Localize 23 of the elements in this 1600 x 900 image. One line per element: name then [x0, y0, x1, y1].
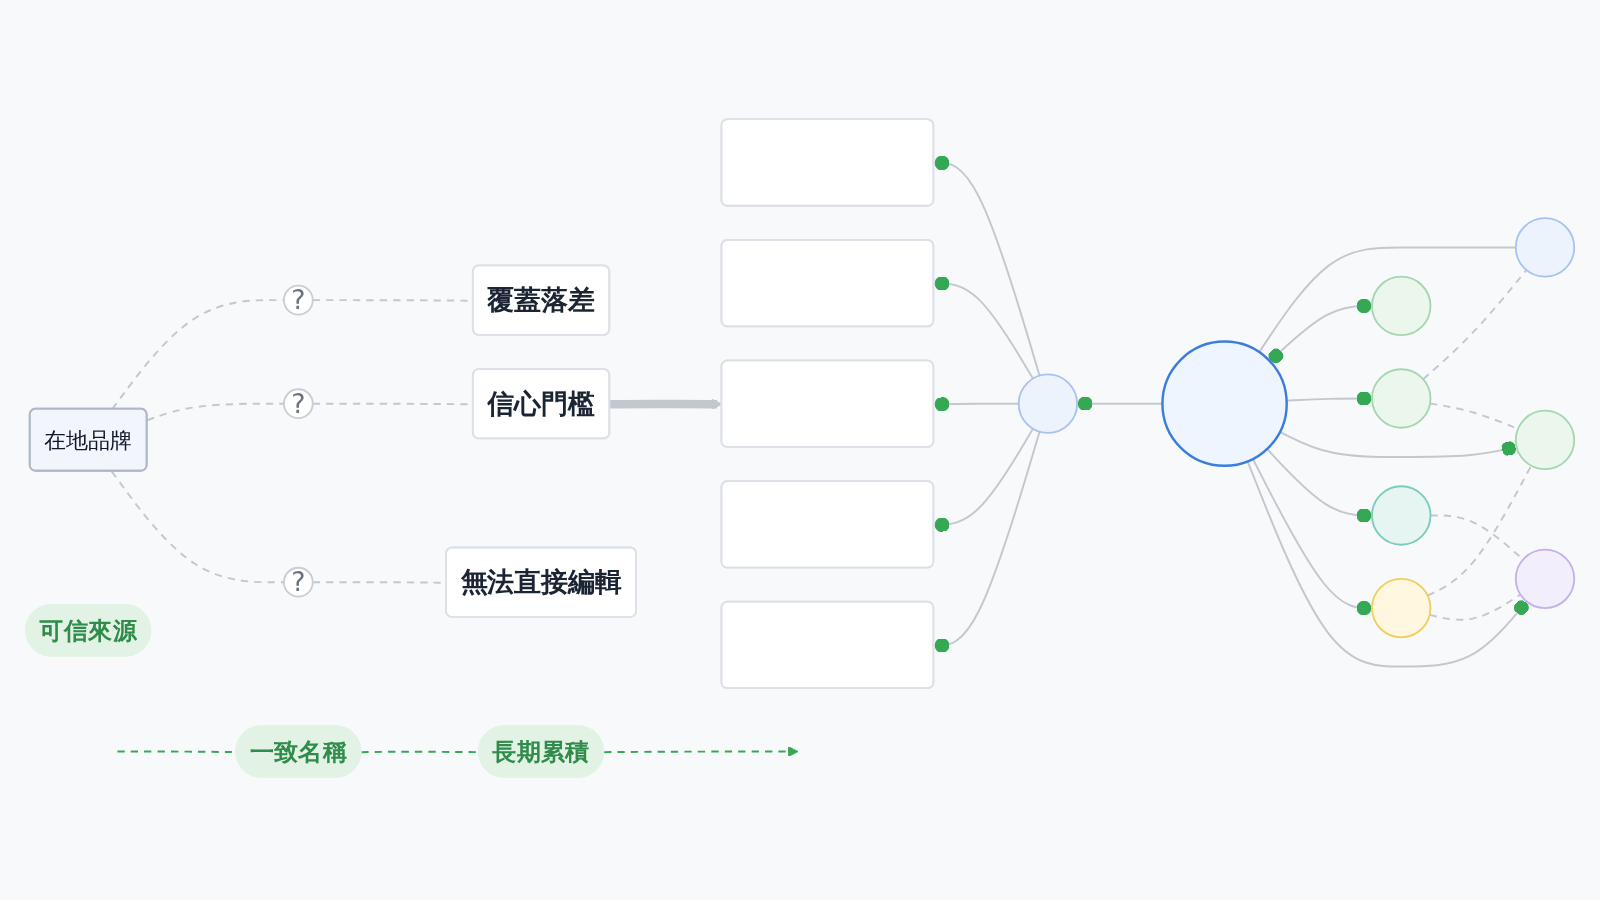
connector [933, 427, 1034, 533]
node-circle [1371, 485, 1432, 546]
connector [1422, 269, 1528, 381]
node-circle: ? [282, 566, 314, 598]
node-circle [1514, 409, 1576, 471]
connector [933, 276, 1034, 380]
connector [1246, 460, 1529, 668]
connector [933, 430, 1041, 653]
node-circle [1161, 340, 1288, 468]
node-circle [1017, 373, 1079, 434]
node-circle [1514, 548, 1576, 609]
node-circle: ? [282, 388, 314, 420]
connector [1268, 298, 1373, 364]
connector [1251, 458, 1373, 616]
node-circle: ? [282, 284, 314, 316]
node-circle [1371, 577, 1432, 639]
node-circle [1371, 368, 1432, 429]
connector [1279, 430, 1518, 458]
arrow [603, 746, 799, 757]
connector [1266, 448, 1373, 523]
connector [933, 155, 1041, 377]
node-circle [1371, 275, 1432, 337]
node-circle [1514, 217, 1576, 278]
